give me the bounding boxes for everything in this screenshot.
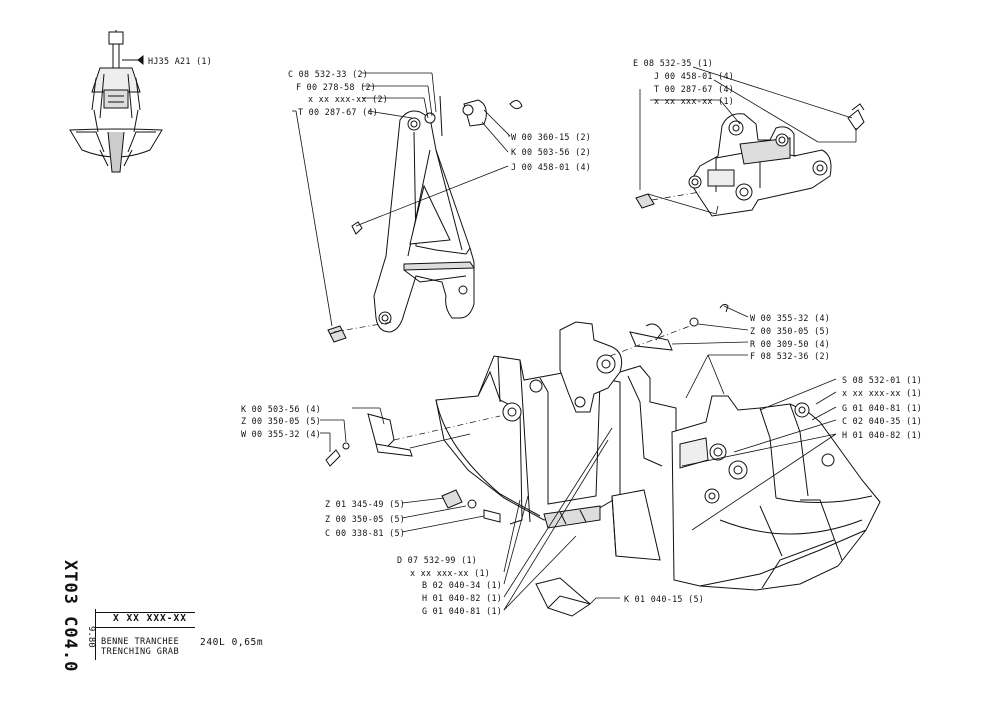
- capacity-label: 240L 0,65m: [200, 637, 264, 648]
- callout-shell-right-3: G 01 040-81 (1): [842, 403, 923, 413]
- a-frame-bracket: [327, 95, 475, 343]
- top-pin-assembly: [462, 99, 523, 127]
- document-code: XT03 C04.0: [60, 560, 80, 673]
- callout-pin-right-4: F 08 532-36 (2): [750, 351, 831, 361]
- bucket-tooth: [535, 577, 591, 617]
- teeth-plate-left: [611, 489, 661, 561]
- pivot-block-housing: [635, 103, 865, 217]
- center-axis-lines: [333, 191, 701, 441]
- callout-bottom-5: G 01 040-81 (1): [422, 606, 503, 616]
- part-number-row: [95, 612, 195, 628]
- leader-lines: [292, 66, 857, 611]
- callout-pin-right-1: W 00 355-32 (4): [750, 313, 831, 323]
- document-code-box: XT03 C04.0: [58, 560, 80, 672]
- side-plate-center: [559, 321, 677, 467]
- callout-bolts-2: Z 00 350-05 (5): [325, 514, 406, 524]
- callout-shell-right-4: C 02 040-35 (1): [842, 416, 923, 426]
- grab-assembly-thumbnail: [69, 30, 163, 173]
- callout-bottom-4: H 01 040-82 (1): [422, 593, 503, 603]
- title-english: TRENCHING GRAB: [101, 647, 180, 657]
- callout-block-1: E 08 532-35 (1): [633, 58, 714, 68]
- part-number: X XX XXX-XX: [113, 613, 187, 624]
- callout-shell-right-1: S 08 532-01 (1): [842, 375, 923, 385]
- callout-left-pin-2: Z 00 350-05 (5): [241, 416, 322, 426]
- callout-frame-right-2: K 00 503-56 (2): [511, 147, 592, 157]
- title-french: BENNE TRANCHEE: [101, 637, 180, 647]
- callout-pin-right-3: R 00 309-50 (4): [750, 339, 831, 349]
- callout-bottom-1: D 07 532-99 (1): [397, 555, 478, 565]
- reference-label: HJ35 A21 (1): [148, 56, 213, 66]
- document-date: 9.80: [86, 626, 96, 648]
- callout-bottom-2: x xx xxx-xx (1): [410, 568, 491, 578]
- callout-tooth: K 01 040-15 (5): [624, 594, 705, 604]
- callout-frame-right-3: J 00 458-01 (4): [511, 162, 592, 172]
- pin-right-upper: [629, 303, 729, 351]
- callout-frame-3: x xx xxx-xx (2): [308, 94, 389, 104]
- callout-shell-right-2: x xx xxx-xx (1): [842, 388, 923, 398]
- callout-frame-4: T 00 287-67 (4): [298, 107, 379, 117]
- callout-block-2: J 00 458-01 (4): [654, 71, 735, 81]
- callout-bolts-3: C 00 338-81 (5): [325, 528, 406, 538]
- pin-left: [325, 413, 413, 467]
- document-date-box: 9.80: [84, 626, 96, 661]
- callout-frame-right-1: W 00 360-15 (2): [511, 132, 592, 142]
- bolt-set: [441, 489, 501, 523]
- callout-left-pin-3: W 00 355-32 (4): [241, 429, 322, 439]
- callout-left-pin-1: K 00 503-56 (4): [241, 404, 322, 414]
- callout-block-4: x xx xxx-xx (1): [654, 96, 735, 106]
- callout-pin-right-2: Z 00 350-05 (5): [750, 326, 831, 336]
- callout-bottom-3: B 02 040-34 (1): [422, 580, 503, 590]
- callout-block-3: T 00 287-67 (4): [654, 84, 735, 94]
- title-block: [95, 609, 196, 660]
- bucket-shell-right: [671, 395, 881, 591]
- callout-frame-2: F 00 278-58 (2): [296, 82, 377, 92]
- callout-bolts-1: Z 01 345-49 (5): [325, 499, 406, 509]
- callout-shell-right-5: H 01 040-82 (1): [842, 430, 923, 440]
- callout-frame-1: C 08 532-33 (2): [288, 69, 369, 79]
